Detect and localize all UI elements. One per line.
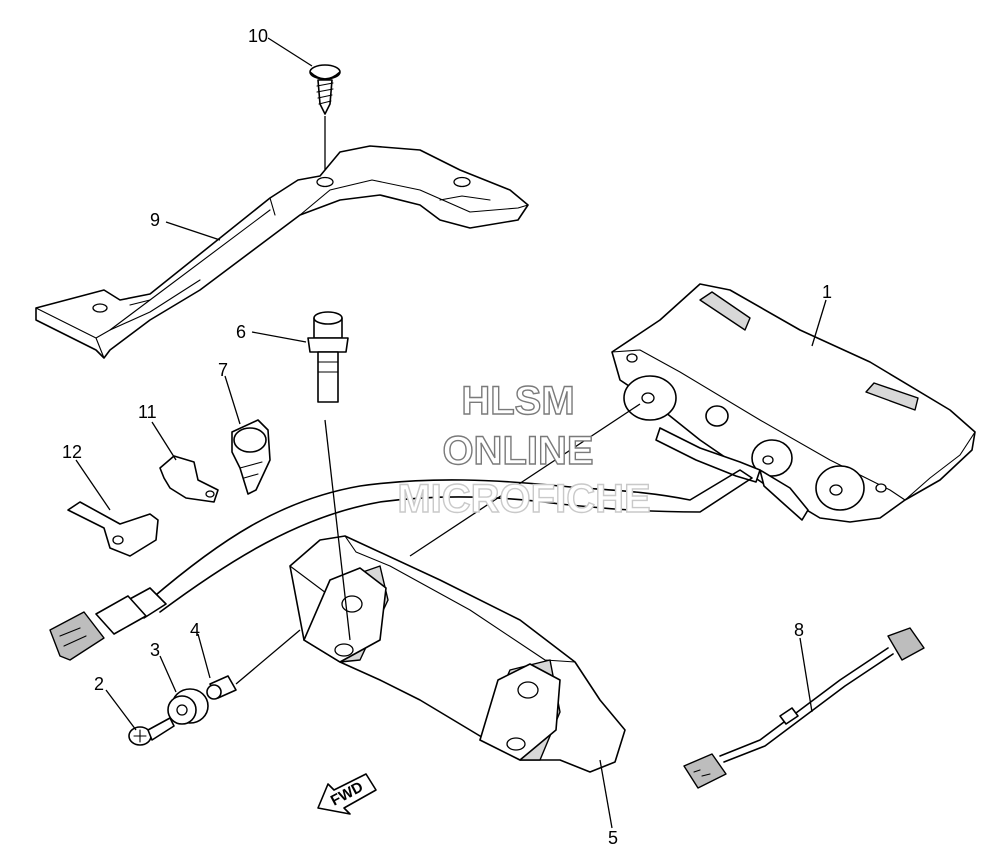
callout-7: 7 [218,360,228,380]
part-10-screw [309,64,341,182]
part-8-sub-harness [683,627,925,789]
part-1-taillight [611,283,976,523]
callout-12: 12 [62,442,82,462]
callout-6: 6 [236,322,246,342]
part-4-collar [206,629,301,700]
watermark-line2: ONLINE [442,429,593,473]
part-7-clip [231,419,271,495]
part-3-grommet [167,688,209,725]
part-2-screw [128,717,175,746]
part-11-clamp [159,455,219,503]
part-5-housing-base [289,419,626,773]
part-12-bracket [67,501,159,557]
part-6-bolt [307,311,349,403]
callout-11: 11 [138,402,157,422]
callout-4: 4 [190,620,200,640]
callout-numbers: 10 9 1 6 7 11 12 8 4 3 2 5 [62,26,832,848]
fwd-arrow: FWD [317,773,377,815]
callout-5: 5 [608,828,618,848]
watermark: HLSM ONLINE MICROFICHE [397,378,652,521]
callout-1: 1 [822,282,832,302]
part-9-bracket [35,145,529,359]
callout-8: 8 [794,620,804,640]
callout-2: 2 [94,674,104,694]
callout-10: 10 [248,26,268,46]
watermark-line1: HLSM [461,379,574,423]
callout-9: 9 [150,210,160,230]
watermark-line3: MICROFICHE [397,477,650,521]
wire-harness [49,469,753,661]
callout-leaders [75,37,827,829]
callout-3: 3 [150,640,160,660]
extension-lines [409,403,641,557]
